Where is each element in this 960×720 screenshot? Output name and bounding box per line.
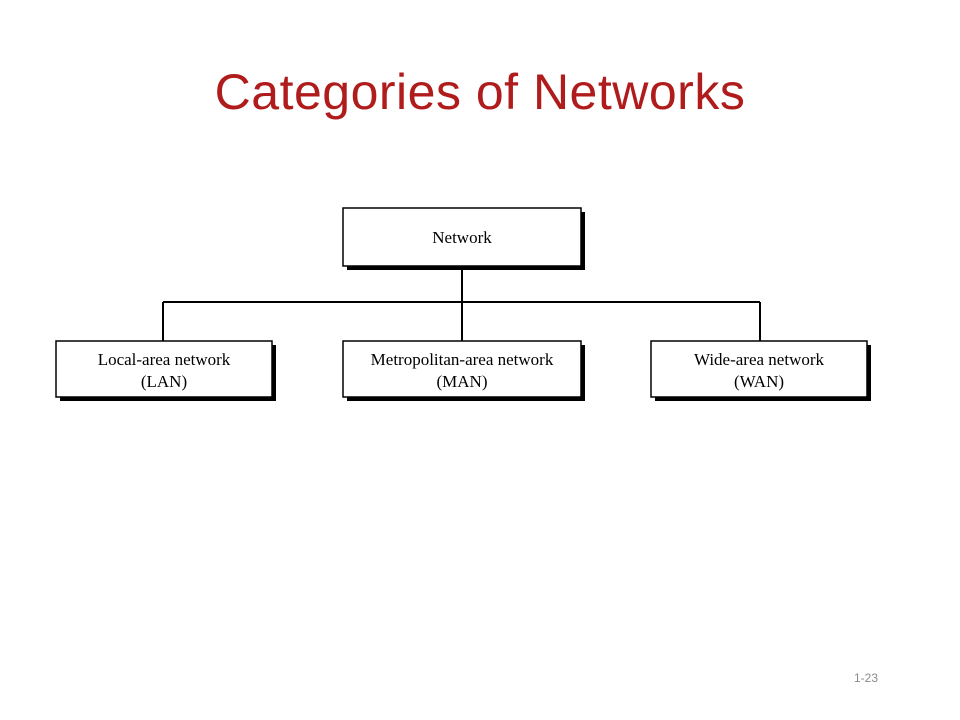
node-man: Metropolitan-area network (MAN) (342, 340, 585, 401)
diagram-connectors (162, 270, 761, 341)
node-wan-box (650, 340, 868, 398)
node-network: Network (342, 207, 585, 270)
node-lan-label-line1: Local-area network (98, 350, 231, 369)
slide-title: Categories of Networks (214, 64, 746, 120)
node-man-box (342, 340, 582, 398)
node-wan-label-line2: (WAN) (734, 372, 784, 391)
node-wan-label-line1: Wide-area network (694, 350, 825, 369)
node-wan: Wide-area network (WAN) (650, 340, 871, 401)
node-man-label-line2: (MAN) (437, 372, 488, 391)
node-lan: Local-area network (LAN) (55, 340, 276, 401)
node-network-label: Network (432, 228, 492, 247)
node-lan-box (55, 340, 273, 398)
node-lan-label-line2: (LAN) (141, 372, 187, 391)
node-man-label-line1: Metropolitan-area network (371, 350, 554, 369)
page-number: 1-23 (853, 671, 878, 685)
node-network-box (342, 207, 582, 267)
